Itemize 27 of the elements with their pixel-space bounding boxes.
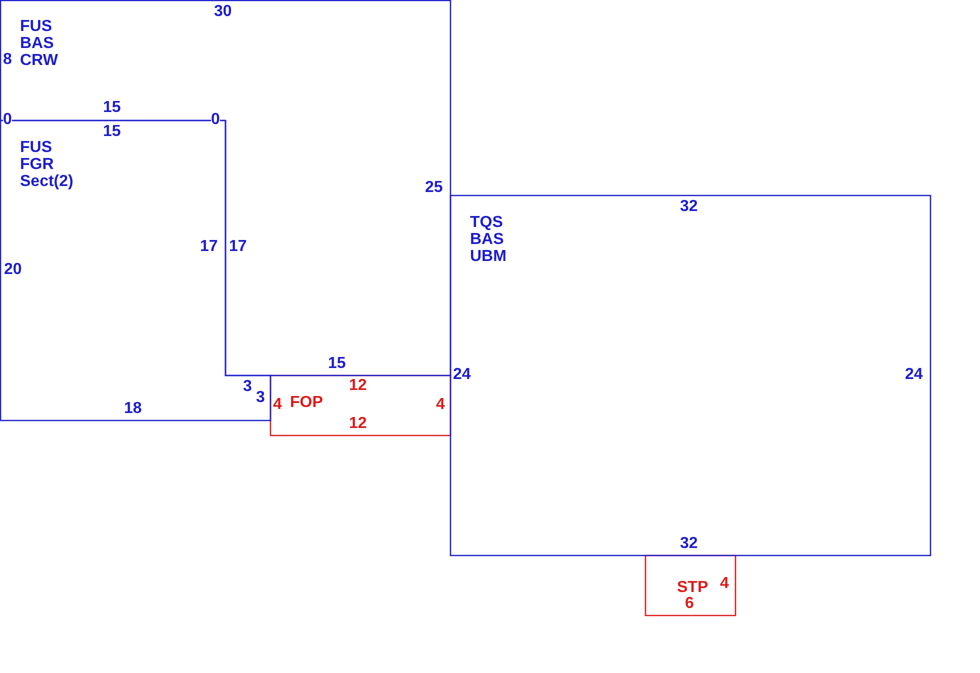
dimension-label: 12 [349,415,367,432]
room-label: FOP [290,394,323,411]
dimension-label: 30 [214,3,232,20]
dimension-label: 3 [243,378,252,395]
dimension-label: 32 [680,535,698,552]
dimension-label: 32 [680,198,698,215]
dimension-label: 17 [229,238,247,255]
dimension-label: 6 [685,595,694,612]
dimension-label: 24 [453,366,471,383]
dimension-label: 18 [124,400,142,417]
dimension-label: 12 [349,377,367,394]
dimension-label: 17 [200,238,218,255]
dimension-label: 20 [4,261,22,278]
dimension-label: 8 [3,51,12,68]
room-label: TQS BAS UBM [470,214,506,265]
dimension-label: 25 [425,179,443,196]
dimension-label: 15 [328,355,346,372]
dimension-label: 15 [103,123,121,140]
dimension-label: 3 [256,389,265,406]
dimension-label: 4 [273,396,282,413]
dimension-label: 15 [103,99,121,116]
dimension-label: 24 [905,366,923,383]
dimension-label: 4 [436,396,445,413]
room-label: FUS BAS CRW [20,18,58,69]
room-label: STP [677,579,708,596]
room-label: FUS FGR Sect(2) [20,139,74,190]
dimension-label: 4 [720,575,729,592]
